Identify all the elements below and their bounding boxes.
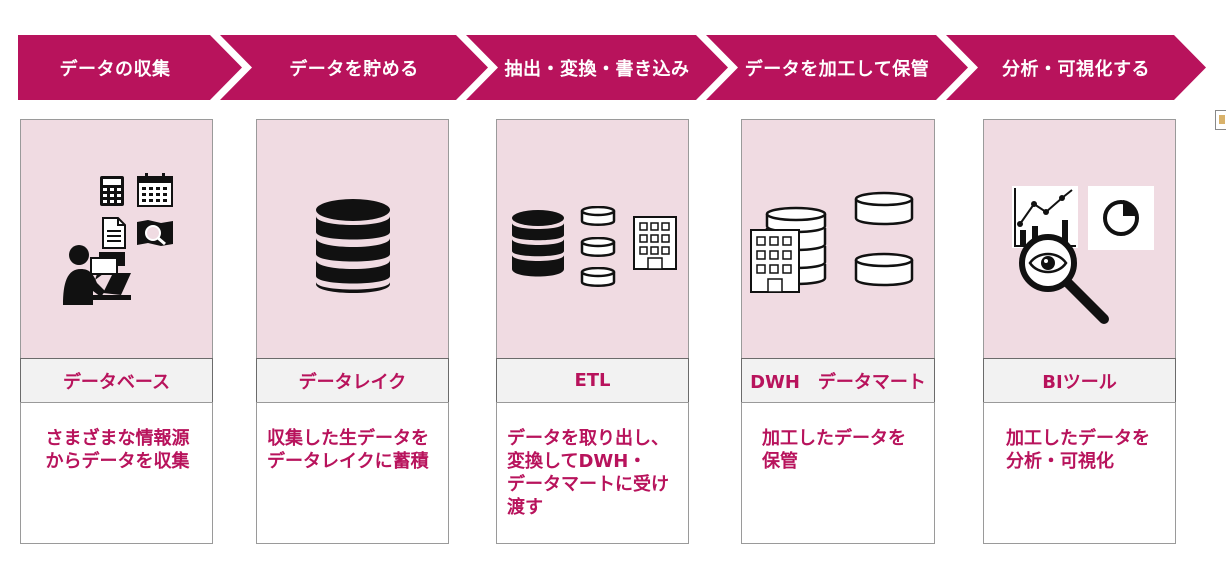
column-description: さまざまな情報源 からデータを収集 [20, 402, 213, 544]
column-label: ETL [496, 358, 689, 403]
database-icon [512, 210, 564, 277]
step-chevron-etl: 抽出・変換・書き込み [466, 35, 728, 100]
cylinder-icon [854, 191, 914, 226]
step-chevron-collect: データの収集 [18, 35, 242, 100]
step-label: データの収集 [59, 58, 171, 80]
step-chevron-store: データを貯める [220, 35, 488, 100]
icon-panel [983, 119, 1176, 359]
icon-panel [20, 119, 213, 359]
step-chevron-analyze: 分析・可視化する [946, 35, 1206, 100]
column-label: データレイク [256, 358, 449, 403]
column-label: データベース [20, 358, 213, 403]
step-label: データを貯める [289, 58, 419, 80]
column-description: 収集した生データを データレイクに蓄積 [256, 402, 449, 544]
step-chevron-warehouse: データを加工して保管 [706, 35, 968, 100]
calendar-icon [137, 173, 173, 207]
cylinder-icon [580, 267, 616, 287]
building-icon [633, 216, 677, 270]
person-computer-icon [63, 245, 131, 305]
column-label: DWH データマート [741, 358, 935, 403]
building-icon [750, 229, 800, 293]
step-label: 抽出・変換・書き込み [504, 58, 690, 80]
step-label: データを加工して保管 [744, 58, 930, 80]
icon-panel [741, 119, 935, 359]
column-description: 加工したデータを 保管 [741, 402, 935, 544]
map-search-icon [137, 220, 173, 246]
column-description: 加工したデータを 分析・可視化 [983, 402, 1176, 544]
cylinder-icon [580, 206, 616, 226]
column-description: データを取り出し、 変換してDWH・ データマートに受け 渡す [496, 402, 689, 544]
magnifier-eye-icon [1019, 234, 1109, 324]
step-label: 分析・可視化する [1002, 58, 1150, 80]
calculator-icon [100, 176, 124, 206]
column-label: BIツール [983, 358, 1176, 403]
icon-panel [256, 119, 449, 359]
database-icon [316, 199, 390, 293]
pie-chart-icon [1088, 186, 1154, 250]
document-icon [102, 217, 126, 249]
cylinder-icon [854, 252, 914, 287]
clipboard-icon [1215, 110, 1226, 130]
icon-panel [496, 119, 689, 359]
cylinder-icon [580, 237, 616, 257]
